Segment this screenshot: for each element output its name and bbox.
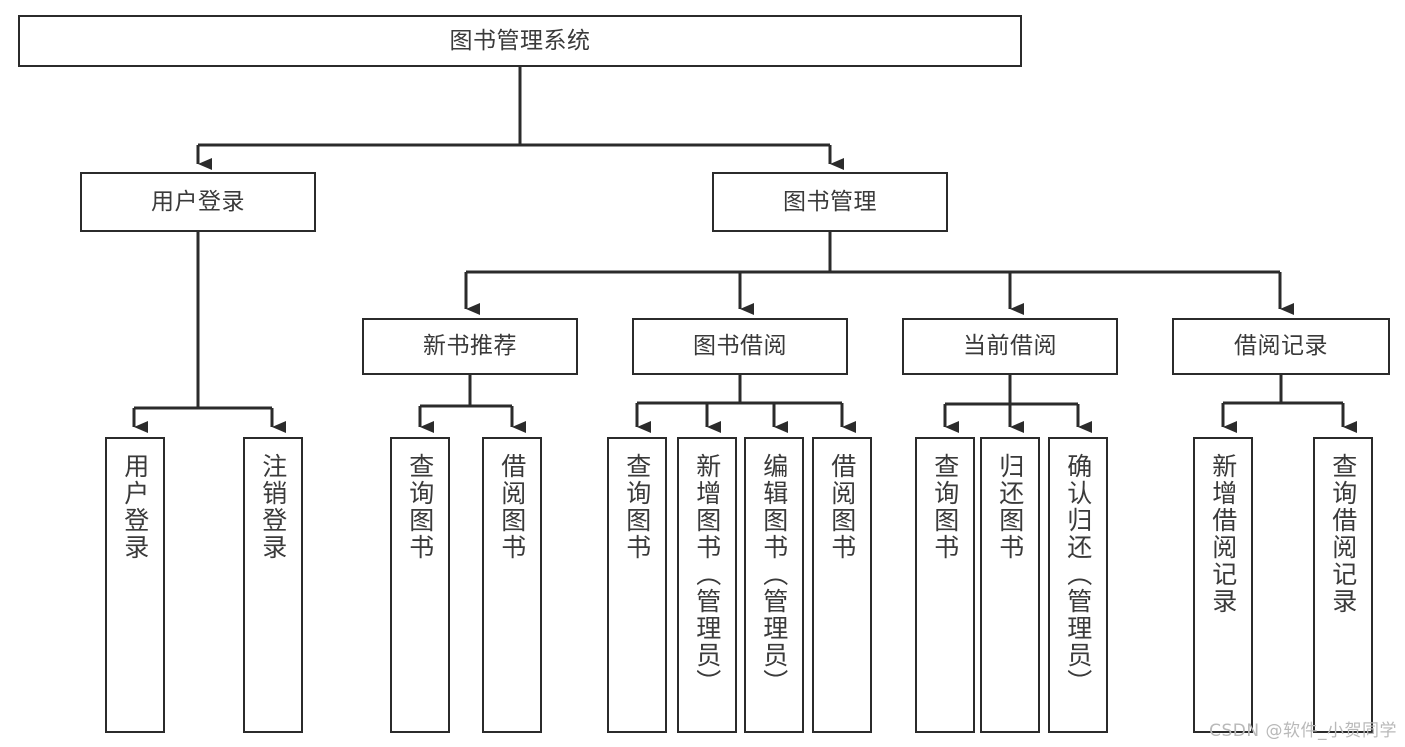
node-leaf-confirm-return[interactable]: 确认归还（管理员） <box>1048 437 1108 733</box>
node-borrow-record[interactable]: 借阅记录 <box>1172 318 1390 375</box>
node-leaf-borrow-book-1-label: 借阅图书 <box>497 453 527 561</box>
node-book-borrow[interactable]: 图书借阅 <box>632 318 848 375</box>
node-leaf-query-book-1[interactable]: 查询图书 <box>390 437 450 733</box>
node-new-book-rec-label: 新书推荐 <box>423 333 517 360</box>
node-leaf-query-book-2-label: 查询图书 <box>622 453 652 561</box>
node-leaf-user-logout-label: 注销登录 <box>258 453 288 561</box>
node-leaf-query-record[interactable]: 查询借阅记录 <box>1313 437 1373 733</box>
node-user-login-label: 用户登录 <box>151 188 245 215</box>
node-book-manage-label: 图书管理 <box>783 188 877 215</box>
node-leaf-edit-book-label: 编辑图书（管理员） <box>759 453 789 696</box>
node-leaf-add-record-label: 新增借阅记录 <box>1208 453 1238 615</box>
node-leaf-query-record-label: 查询借阅记录 <box>1328 453 1358 615</box>
node-leaf-add-record[interactable]: 新增借阅记录 <box>1193 437 1253 733</box>
node-leaf-add-book-label: 新增图书（管理员） <box>692 453 722 696</box>
node-leaf-query-book-1-label: 查询图书 <box>405 453 435 561</box>
node-leaf-borrow-book-2-label: 借阅图书 <box>827 453 857 561</box>
node-leaf-query-book-2[interactable]: 查询图书 <box>607 437 667 733</box>
node-leaf-borrow-book-2[interactable]: 借阅图书 <box>812 437 872 733</box>
node-new-book-rec[interactable]: 新书推荐 <box>362 318 578 375</box>
node-user-login[interactable]: 用户登录 <box>80 172 316 232</box>
node-leaf-confirm-return-label: 确认归还（管理员） <box>1063 453 1093 696</box>
node-current-borrow-label: 当前借阅 <box>963 333 1057 360</box>
node-leaf-borrow-book-1[interactable]: 借阅图书 <box>482 437 542 733</box>
node-borrow-record-label: 借阅记录 <box>1234 333 1328 360</box>
node-leaf-query-book-3-label: 查询图书 <box>930 453 960 561</box>
node-leaf-add-book[interactable]: 新增图书（管理员） <box>677 437 737 733</box>
node-leaf-return-book[interactable]: 归还图书 <box>980 437 1040 733</box>
node-leaf-return-book-label: 归还图书 <box>995 453 1025 561</box>
node-leaf-query-book-3[interactable]: 查询图书 <box>915 437 975 733</box>
node-leaf-edit-book[interactable]: 编辑图书（管理员） <box>744 437 804 733</box>
node-root-label: 图书管理系统 <box>449 27 591 54</box>
node-root[interactable]: 图书管理系统 <box>18 15 1022 67</box>
node-leaf-user-login-label: 用户登录 <box>120 453 150 561</box>
node-book-manage[interactable]: 图书管理 <box>712 172 948 232</box>
node-current-borrow[interactable]: 当前借阅 <box>902 318 1118 375</box>
node-book-borrow-label: 图书借阅 <box>693 333 787 360</box>
node-leaf-user-logout[interactable]: 注销登录 <box>243 437 303 733</box>
node-leaf-user-login[interactable]: 用户登录 <box>105 437 165 733</box>
